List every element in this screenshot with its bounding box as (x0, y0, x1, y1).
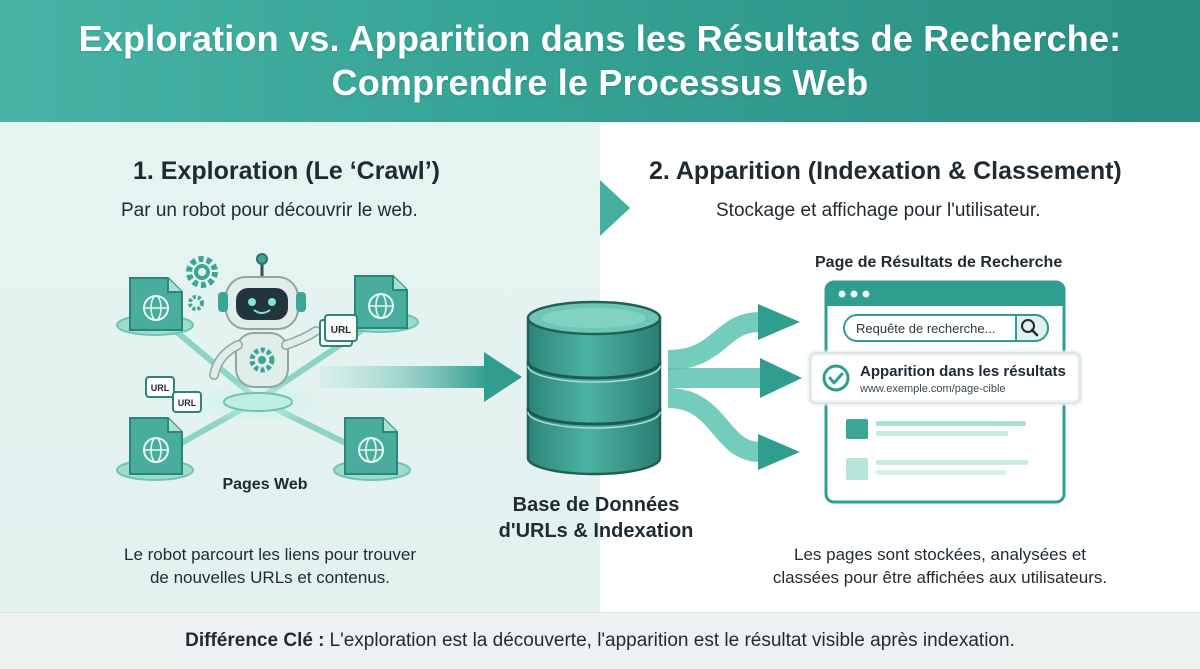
crawl-to-database-arrow (320, 352, 522, 402)
url-tag-icon-float-2: URL (172, 391, 202, 413)
result-url: www.exemple.com/page-cible (860, 383, 1006, 395)
url-tag-icon-float-1: URL (145, 376, 175, 398)
apparition-description: Les pages sont stockées, analysées et cl… (772, 545, 1108, 587)
apparition-title: 2. Apparition (Indexation & Classement) (649, 157, 1122, 185)
pages-web-label: Pages Web (222, 476, 308, 493)
exploration-title: 1. Exploration (Le ‘Crawl’) (133, 157, 440, 185)
page-title-line1: Exploration vs. Apparition dans les Résu… (78, 18, 1122, 59)
robot-base-glow (223, 392, 293, 412)
key-difference-footer: Différence Clé : L'exploration est la dé… (0, 612, 1200, 669)
page-title-line2: Comprendre le Processus Web (331, 62, 869, 103)
search-input[interactable]: Requête de recherche... (856, 321, 996, 336)
result-item-1 (846, 419, 1026, 439)
apparition-subtitle: Stockage et affichage pour l'utilisateur… (716, 200, 1041, 221)
url-tag-label: URL (331, 325, 352, 336)
distribution-arrows (667, 304, 802, 470)
exploration-description: Le robot parcourt les liens pour trouver… (124, 545, 416, 587)
highlighted-result-card[interactable] (807, 350, 1083, 406)
header-banner: Exploration vs. Apparition dans les Résu… (0, 0, 1200, 122)
serp-title: Page de Résultats de Recherche (815, 254, 1063, 271)
crawler-robot-icon (209, 253, 321, 388)
web-page-icon-2 (354, 275, 408, 329)
web-page-icon-4 (344, 417, 398, 475)
small-gear-icon (188, 295, 204, 311)
url-tag-icon-robot: URL (319, 314, 358, 347)
result-title-link[interactable]: Apparition dans les résultats (860, 363, 1066, 380)
check-circle-icon (822, 364, 850, 392)
database-label: Base de Données d'URLs & Indexation (498, 494, 694, 542)
search-icon[interactable] (1021, 319, 1039, 337)
key-difference-text: L'exploration est la découverte, l'appar… (329, 630, 1015, 651)
key-difference-label: Différence Clé : (185, 630, 325, 651)
web-page-icon-3 (129, 417, 183, 475)
section-chevron-icon (600, 180, 630, 236)
database-icon (526, 300, 662, 476)
exploration-subtitle: Par un robot pour découvrir le web. (121, 200, 418, 221)
url-tag-label: URL (151, 383, 170, 393)
gear-icon (186, 256, 218, 288)
url-tag-label: URL (178, 398, 197, 408)
web-page-icon-1 (129, 277, 183, 331)
result-item-2 (846, 458, 1028, 480)
